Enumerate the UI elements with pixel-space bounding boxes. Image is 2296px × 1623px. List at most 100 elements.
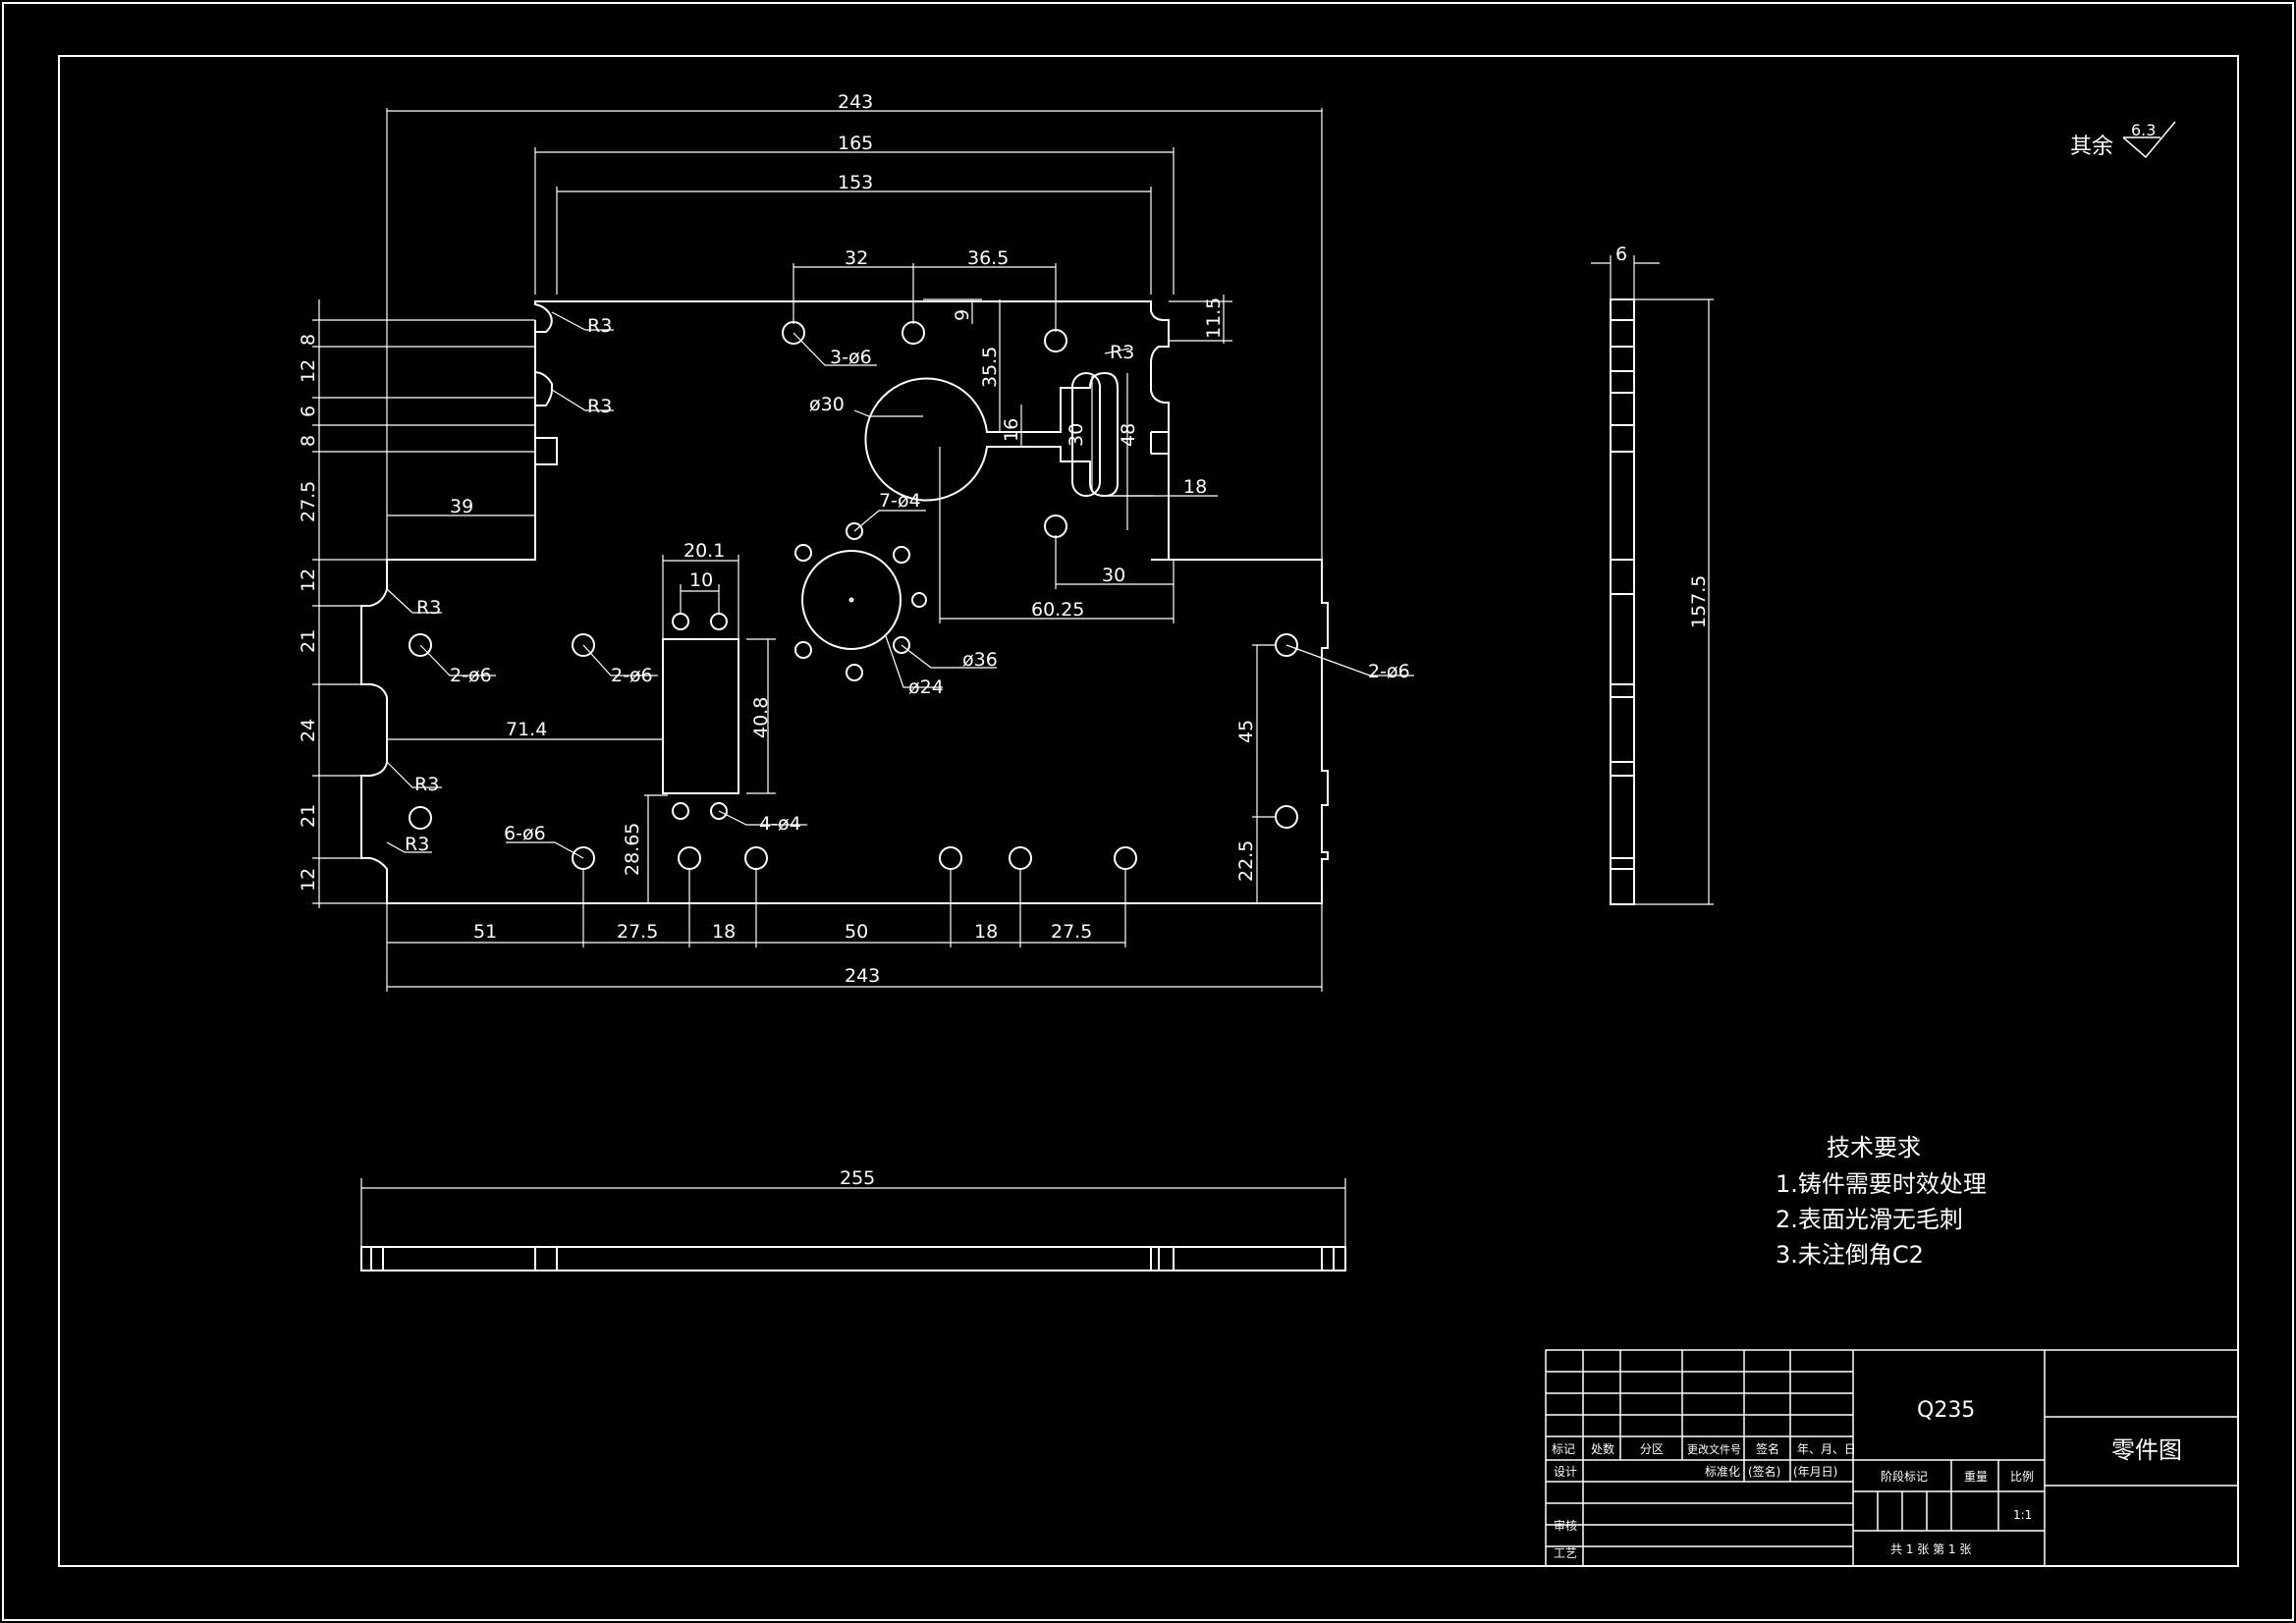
tb-scale-label: 比例 bbox=[2010, 1470, 2034, 1484]
tb-header-change-doc: 更改文件号 bbox=[1687, 1442, 1741, 1456]
dim-bottom-51: 51 bbox=[473, 921, 497, 943]
dim-top-overall: 243 bbox=[838, 91, 873, 113]
tb-review-label: 审核 bbox=[1554, 1518, 1577, 1533]
title-block-texts: 标记 处数 分区 更改文件号 签名 年、月、日 设计 标准化 (签名) (年月日… bbox=[1552, 1398, 2182, 1560]
tech-requirement-item: 1.铸件需要时效处理 bbox=[1776, 1170, 1987, 1198]
dim-60-25: 60.25 bbox=[1031, 599, 1084, 621]
dim-71-4: 71.4 bbox=[506, 719, 547, 740]
tb-design-label: 设计 bbox=[1554, 1465, 1577, 1479]
tb-header-mark: 标记 bbox=[1552, 1442, 1575, 1456]
front-view bbox=[360, 1246, 1346, 1271]
dim-left-12a: 12 bbox=[298, 359, 319, 383]
surface-finish-symbol bbox=[2122, 121, 2176, 159]
dim-right-45: 45 bbox=[1235, 720, 1257, 743]
plate-outline bbox=[360, 300, 1329, 904]
callout-2-d6-a: 2-ø6 bbox=[450, 665, 492, 686]
dim-hole-30: 30 bbox=[1102, 565, 1125, 586]
dim-bottom-27-5a: 27.5 bbox=[617, 921, 658, 943]
dim-slot-48: 48 bbox=[1118, 423, 1139, 447]
callout-7-d4: 7-ø4 bbox=[879, 490, 921, 512]
dim-side-height: 157.5 bbox=[1688, 575, 1710, 628]
tb-header-sign: 签名 bbox=[1756, 1441, 1779, 1456]
dim-left-24: 24 bbox=[298, 719, 319, 742]
dim-left-27-5: 27.5 bbox=[298, 481, 319, 522]
tb-standard-label: 标准化 bbox=[1705, 1465, 1740, 1479]
side-view-dims bbox=[1591, 255, 1714, 905]
tb-scale-value: 1:1 bbox=[2013, 1508, 2032, 1522]
dimension-lines bbox=[312, 108, 1323, 992]
tb-drawing-name: 零件图 bbox=[2111, 1436, 2182, 1464]
dim-left-12b: 12 bbox=[298, 568, 319, 592]
dim-left-8: 8 bbox=[298, 334, 319, 346]
dim-28-65: 28.65 bbox=[622, 823, 643, 876]
callout-d24: ø24 bbox=[908, 676, 944, 698]
surface-finish-value: 6.3 bbox=[2131, 121, 2156, 139]
top-view bbox=[360, 300, 1329, 904]
tb-weight-label: 重量 bbox=[1964, 1470, 1988, 1484]
dim-16: 16 bbox=[1001, 418, 1022, 442]
front-view-dims bbox=[360, 1178, 1346, 1247]
callout-d30: ø30 bbox=[809, 394, 845, 415]
dim-bottom-27-5b: 27.5 bbox=[1051, 921, 1092, 943]
dim-rect-40-8: 40.8 bbox=[750, 697, 772, 738]
callout-d36: ø36 bbox=[962, 649, 998, 671]
dim-rect-10: 10 bbox=[689, 569, 713, 591]
dim-35-5: 35.5 bbox=[979, 347, 1001, 388]
tb-process-label: 工艺 bbox=[1554, 1546, 1577, 1560]
side-view bbox=[1610, 298, 1635, 905]
tech-requirement-item: 3.未注倒角C2 bbox=[1776, 1241, 1924, 1269]
tech-requirement-item: 2.表面光滑无毛刺 bbox=[1776, 1206, 1963, 1233]
tech-requirements: 技术要求 1.铸件需要时效处理 2.表面光滑无毛刺 3.未注倒角C2 bbox=[1776, 1134, 1987, 1269]
dim-rect-20-1: 20.1 bbox=[683, 540, 725, 562]
tb-header-zone: 分区 bbox=[1640, 1442, 1664, 1456]
tb-sheets: 共 1 张 第 1 张 bbox=[1890, 1542, 1971, 1556]
tech-requirements-title: 技术要求 bbox=[1827, 1134, 1921, 1162]
dim-bottom-overall: 243 bbox=[845, 965, 880, 987]
callout-r3-b: R3 bbox=[587, 396, 612, 417]
callout-2-d6-b: 2-ø6 bbox=[611, 665, 653, 686]
dim-left-21a: 21 bbox=[298, 629, 319, 653]
callout-r3-slot: R3 bbox=[1110, 342, 1134, 363]
dim-left-21b: 21 bbox=[298, 804, 319, 828]
title-block bbox=[1545, 1349, 2239, 1567]
callout-3-d6: 3-ø6 bbox=[830, 347, 872, 368]
dim-bottom-18a: 18 bbox=[712, 921, 736, 943]
tb-material: Q235 bbox=[1917, 1398, 1975, 1423]
callout-texts: R3 R3 R3 R3 R3 R3 3-ø6 ø30 7-ø4 ø36 ø24 … bbox=[405, 315, 1410, 855]
dim-left-8b: 8 bbox=[298, 435, 319, 447]
dim-top-165: 165 bbox=[838, 133, 873, 154]
callout-r3-e: R3 bbox=[405, 834, 429, 855]
dim-top-153: 153 bbox=[838, 172, 873, 193]
dim-bottom-18b: 18 bbox=[974, 921, 998, 943]
dim-offset-9: 9 bbox=[952, 309, 973, 321]
dim-front-length: 255 bbox=[840, 1167, 875, 1189]
dim-right-22-5: 22.5 bbox=[1235, 840, 1257, 882]
hole-d30-with-slot bbox=[864, 371, 1119, 502]
callout-2-d6-c: 2-ø6 bbox=[1368, 661, 1410, 682]
dim-hole-36-5: 36.5 bbox=[967, 247, 1009, 269]
callout-r3-c: R3 bbox=[416, 597, 441, 619]
dim-slot-18: 18 bbox=[1183, 476, 1207, 498]
callout-r3-d: R3 bbox=[414, 774, 439, 795]
dim-hole-32: 32 bbox=[845, 247, 868, 269]
callout-6-d6: 6-ø6 bbox=[504, 823, 546, 844]
dimension-texts: 243 165 153 32 36.5 9 11.5 35.5 16 30 48… bbox=[298, 91, 1257, 987]
dim-bottom-50: 50 bbox=[845, 921, 868, 943]
tb-date-paren: (年月日) bbox=[1793, 1465, 1837, 1479]
dim-side-thickness: 6 bbox=[1615, 243, 1627, 265]
callout-4-d4: 4-ø4 bbox=[759, 813, 801, 835]
tb-header-date: 年、月、日 bbox=[1797, 1442, 1856, 1456]
dim-left-12c: 12 bbox=[298, 868, 319, 892]
callout-r3-a: R3 bbox=[587, 315, 612, 337]
dim-left-6: 6 bbox=[298, 406, 319, 417]
dim-offset-11-5: 11.5 bbox=[1203, 298, 1225, 339]
tb-stage-label: 阶段标记 bbox=[1881, 1469, 1928, 1484]
leader-lines bbox=[386, 311, 1414, 859]
dim-39: 39 bbox=[450, 496, 473, 517]
surface-finish-label: 其余 bbox=[2070, 135, 2113, 159]
dim-slot-30: 30 bbox=[1066, 423, 1087, 447]
tb-sign-paren: (签名) bbox=[1748, 1464, 1780, 1479]
tb-header-count: 处数 bbox=[1591, 1441, 1614, 1456]
